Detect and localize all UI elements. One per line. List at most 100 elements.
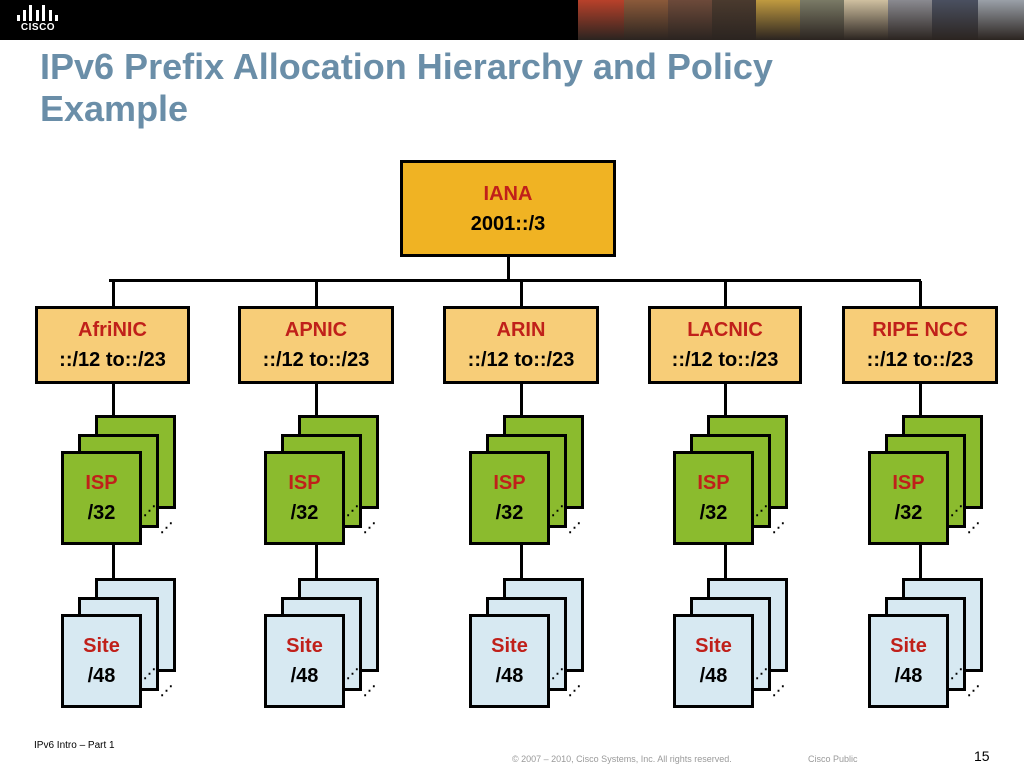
site-stack-more-icon: ⋰ — [967, 683, 980, 698]
site-stack-more-icon: ⋰ — [950, 666, 963, 681]
registry-range: ::/12 to::/23 — [59, 349, 166, 371]
connector-registry-up — [520, 281, 523, 307]
connector-registry-isp — [315, 383, 318, 416]
isp-name: ISP — [493, 472, 526, 494]
cisco-logo: CISCO — [14, 5, 62, 35]
connector-registry-isp — [724, 383, 727, 416]
header-photo — [800, 0, 844, 40]
isp-name: ISP — [85, 472, 118, 494]
registry-name: LACNIC — [687, 319, 763, 341]
footer-classification: Cisco Public — [808, 754, 858, 764]
isp-node: ISP/32 — [61, 451, 142, 545]
isp-node: ISP/32 — [264, 451, 345, 545]
site-node: Site/48 — [264, 614, 345, 708]
connector-registry-bus — [109, 279, 921, 282]
site-stack-more-icon: ⋰ — [143, 666, 156, 681]
registry-node: LACNIC::/12 to::/23 — [648, 306, 802, 384]
connector-registry-up — [112, 281, 115, 307]
site-stack-more-icon: ⋰ — [568, 683, 581, 698]
connector-registry-isp — [112, 383, 115, 416]
registry-name: RIPE NCC — [872, 319, 968, 341]
site-stack-more-icon: ⋰ — [346, 666, 359, 681]
site-node: Site/48 — [61, 614, 142, 708]
connector-registry-up — [724, 281, 727, 307]
connector-registry-isp — [520, 383, 523, 416]
slide-title-line-1: IPv6 Prefix Allocation Hierarchy and Pol… — [40, 46, 773, 87]
isp-stack-more-icon: ⋰ — [551, 503, 564, 518]
registry-node: AfriNIC::/12 to::/23 — [35, 306, 190, 384]
header-photo-strip — [578, 0, 1024, 40]
isp-stack-more-icon: ⋰ — [363, 520, 376, 535]
footer-course: IPv6 Intro – Part 1 — [34, 740, 115, 751]
isp-name: ISP — [697, 472, 730, 494]
registry-range: ::/12 to::/23 — [467, 349, 575, 371]
site-node: Site/48 — [673, 614, 754, 708]
site-stack-more-icon: ⋰ — [363, 683, 376, 698]
registry-range: ::/12 to::/23 — [262, 349, 370, 371]
isp-prefix: /32 — [87, 502, 116, 524]
registry-name: APNIC — [284, 319, 348, 341]
registry-node: ARIN::/12 to::/23 — [443, 306, 599, 384]
iana-prefix: 2001::/3 — [470, 212, 546, 235]
isp-stack-more-icon: ⋰ — [160, 520, 173, 535]
isp-name: ISP — [892, 472, 925, 494]
site-stack-more-icon: ⋰ — [772, 683, 785, 698]
site-node: Site/48 — [868, 614, 949, 708]
connector-registry-up — [919, 281, 922, 307]
site-prefix: /48 — [495, 665, 524, 687]
site-stack-more-icon: ⋰ — [755, 666, 768, 681]
isp-node: ISP/32 — [469, 451, 550, 545]
site-name: Site — [695, 635, 732, 657]
connector-registry-up — [315, 281, 318, 307]
slide-title: IPv6 Prefix Allocation Hierarchy and Pol… — [40, 46, 990, 130]
page-number: 15 — [974, 748, 990, 764]
isp-prefix: /32 — [894, 502, 923, 524]
isp-stack-more-icon: ⋰ — [143, 503, 156, 518]
isp-node: ISP/32 — [673, 451, 754, 545]
isp-stack-more-icon: ⋰ — [568, 520, 581, 535]
site-stack-more-icon: ⋰ — [160, 683, 173, 698]
isp-stack-more-icon: ⋰ — [967, 520, 980, 535]
site-name: Site — [491, 635, 528, 657]
registry-range: ::/12 to::/23 — [866, 349, 974, 371]
header-photo — [578, 0, 624, 40]
site-name: Site — [83, 635, 120, 657]
header-photo — [978, 0, 1024, 40]
cisco-logo-bars-icon — [14, 5, 62, 21]
connector-registry-isp — [919, 383, 922, 416]
header-photo — [844, 0, 888, 40]
header-bar: CISCO — [0, 0, 1024, 40]
header-photo — [932, 0, 978, 40]
header-photo — [624, 0, 668, 40]
iana-name: IANA — [483, 182, 533, 205]
registry-name: ARIN — [496, 319, 546, 341]
registry-name: AfriNIC — [78, 319, 147, 341]
site-stack-more-icon: ⋰ — [551, 666, 564, 681]
header-photo — [668, 0, 712, 40]
connector-iana-down — [507, 256, 510, 281]
isp-node: ISP/32 — [868, 451, 949, 545]
isp-stack-more-icon: ⋰ — [950, 503, 963, 518]
registry-node: RIPE NCC::/12 to::/23 — [842, 306, 998, 384]
site-prefix: /48 — [290, 665, 319, 687]
cisco-logo-text: CISCO — [20, 22, 56, 33]
header-photo — [712, 0, 756, 40]
iana-node: IANA 2001::/3 — [400, 160, 616, 257]
isp-name: ISP — [288, 472, 321, 494]
site-prefix: /48 — [87, 665, 116, 687]
registry-range: ::/12 to::/23 — [671, 349, 779, 371]
isp-prefix: /32 — [290, 502, 319, 524]
isp-stack-more-icon: ⋰ — [772, 520, 785, 535]
site-prefix: /48 — [699, 665, 728, 687]
site-name: Site — [286, 635, 323, 657]
isp-prefix: /32 — [495, 502, 524, 524]
header-photo — [888, 0, 932, 40]
isp-prefix: /32 — [699, 502, 728, 524]
isp-stack-more-icon: ⋰ — [346, 503, 359, 518]
registry-node: APNIC::/12 to::/23 — [238, 306, 394, 384]
site-node: Site/48 — [469, 614, 550, 708]
isp-stack-more-icon: ⋰ — [755, 503, 768, 518]
site-name: Site — [890, 635, 927, 657]
site-prefix: /48 — [894, 665, 923, 687]
footer-copyright: © 2007 – 2010, Cisco Systems, Inc. All r… — [512, 754, 732, 764]
